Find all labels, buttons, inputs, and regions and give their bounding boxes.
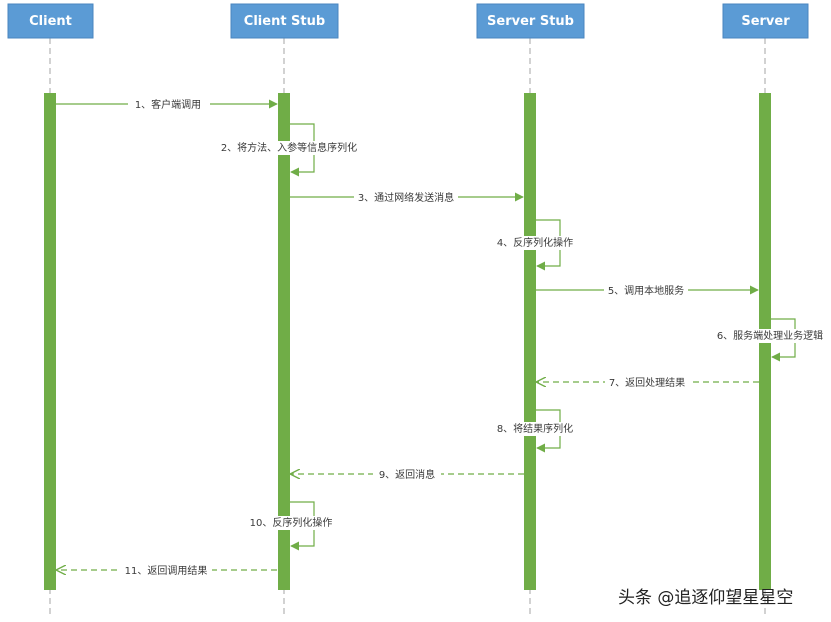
activation-client-stub <box>278 93 290 590</box>
message-6: 6、服务端处理业务逻辑 <box>711 318 829 362</box>
message-10: 10、反序列化操作 <box>244 501 338 551</box>
participant-client-stub: Client Stub <box>230 3 339 39</box>
activation-client <box>44 93 56 590</box>
participant-client: Client <box>7 3 94 39</box>
watermark: 头条 @追逐仰望星星空 <box>618 588 794 608</box>
message-label: 11、返回调用结果 <box>125 564 208 577</box>
message-4: 4、反序列化操作 <box>493 219 577 271</box>
participant-label: Server Stub <box>487 14 574 29</box>
message-7: 7、返回处理结果 <box>537 375 759 389</box>
message-1: 1、客户端调用 <box>56 97 278 111</box>
message-label: 2、将方法、入参等信息序列化 <box>221 141 357 154</box>
participant-server-stub: Server Stub <box>476 3 585 39</box>
message-label: 10、反序列化操作 <box>250 516 333 529</box>
message-3: 3、通过网络发送消息 <box>290 190 524 204</box>
message-label: 1、客户端调用 <box>135 98 201 111</box>
message-label: 8、将结果序列化 <box>497 422 573 435</box>
message-label: 3、通过网络发送消息 <box>358 191 454 204</box>
message-label: 9、返回消息 <box>379 468 435 481</box>
participant-label: Client Stub <box>244 14 325 29</box>
message-8: 8、将结果序列化 <box>493 409 577 453</box>
message-2: 2、将方法、入参等信息序列化 <box>216 123 362 177</box>
message-label: 4、反序列化操作 <box>497 236 573 249</box>
participant-label: Server <box>741 14 790 29</box>
participant-server: Server <box>722 3 809 39</box>
message-label: 7、返回处理结果 <box>609 376 685 389</box>
activation-server-stub <box>524 93 536 590</box>
message-label: 5、调用本地服务 <box>608 284 684 297</box>
message-11: 11、返回调用结果 <box>57 563 277 577</box>
message-5: 5、调用本地服务 <box>536 283 759 297</box>
message-9: 9、返回消息 <box>291 467 524 481</box>
participant-label: Client <box>29 14 72 29</box>
message-label: 6、服务端处理业务逻辑 <box>717 329 823 342</box>
